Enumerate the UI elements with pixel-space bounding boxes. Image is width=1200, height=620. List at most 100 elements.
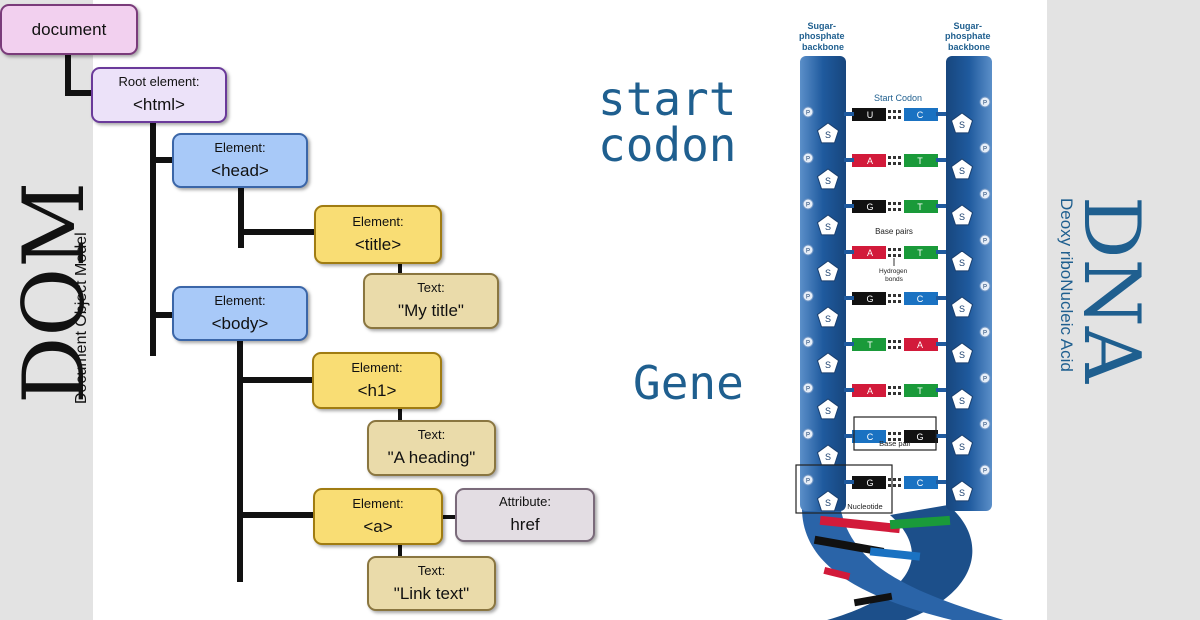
base-letter-right: C (917, 294, 924, 304)
helix-twist-back (826, 505, 973, 620)
hydrogen-gap (886, 246, 904, 259)
left-side-band (0, 0, 93, 620)
node-title-text: Text: "My title" (363, 273, 499, 329)
base-letter-left: C (867, 432, 874, 442)
hydrogen-dot (893, 208, 896, 211)
hydrogen-dot (888, 202, 891, 205)
sugar-bead (816, 490, 840, 512)
node-value: "Link text" (393, 583, 470, 603)
hydrogen-dot (888, 484, 891, 487)
base-letter-left: A (867, 156, 873, 166)
phosphate-bead (979, 96, 991, 108)
base-letter-right: T (917, 156, 923, 166)
phosphate-letter: P (983, 285, 987, 291)
sugar-letter: S (825, 314, 831, 324)
hydrogen-dot (888, 340, 891, 343)
base-right (902, 246, 938, 259)
twist-rung (889, 515, 951, 530)
sugar-link (936, 480, 946, 484)
hydrogen-dot (898, 116, 901, 119)
sugar-letter: S (959, 304, 965, 314)
start-codon-line1: start (598, 72, 737, 126)
hydrogen-dot (898, 202, 901, 205)
sugar-link (844, 388, 854, 392)
hydrogen-dot (898, 340, 901, 343)
base-letter-right: C (917, 478, 924, 488)
hydrogen-dot (888, 478, 891, 481)
sugar-link (844, 342, 854, 346)
sugar-bead (950, 296, 974, 318)
base-letter-right: C (917, 110, 924, 120)
base-letter-left: A (867, 386, 873, 396)
sugar-bead (950, 388, 974, 410)
phosphate-bead (979, 280, 991, 292)
hydrogen-dot (888, 248, 891, 251)
base-right (902, 476, 938, 489)
phosphate-letter: P (806, 295, 810, 301)
hydrogen-dot (898, 346, 901, 349)
phosphate-bead (802, 382, 814, 394)
hydrogen-caption: Hydrogen bonds (879, 268, 909, 283)
base-right (902, 338, 938, 351)
hydrogen-dot (888, 346, 891, 349)
hydrogen-dot (893, 254, 896, 257)
phosphate-bead (802, 152, 814, 164)
node-kind: Text: (417, 427, 446, 442)
sugar-letter: S (959, 212, 965, 222)
base-pairs-caption: Base pairs (875, 227, 913, 236)
phosphate-letter: P (983, 377, 987, 383)
base-right (902, 292, 938, 305)
phosphate-letter: P (806, 203, 810, 209)
sugar-letter: S (825, 176, 831, 186)
sugar-letter: S (825, 452, 831, 462)
base-left (852, 200, 888, 213)
hydrogen-dot (893, 438, 896, 441)
sugar-letter: S (825, 222, 831, 232)
sugar-letter: S (825, 498, 831, 508)
phosphate-bead (802, 336, 814, 348)
sugar-link (936, 158, 946, 162)
sugar-bead (816, 122, 840, 144)
node-kind: Element: (352, 213, 404, 229)
node-attribute: Attribute: href (455, 488, 595, 542)
sugar-bead (950, 112, 974, 134)
node-kind: Element: (214, 292, 266, 308)
base-letter-right: T (917, 386, 923, 396)
base-left (852, 246, 888, 259)
connector (150, 157, 174, 163)
phosphate-bead (979, 234, 991, 246)
sugar-letter: S (959, 396, 965, 406)
phosphate-bead (802, 428, 814, 440)
connector (150, 120, 156, 356)
sugar-letter: S (959, 488, 965, 498)
base-right (902, 430, 938, 443)
hydrogen-dot (898, 300, 901, 303)
hydrogen-gap (886, 200, 904, 213)
phosphate-bead (802, 198, 814, 210)
connector (398, 264, 402, 276)
twist-rung (819, 515, 901, 534)
node-kind: Element: (352, 495, 404, 511)
start-codon-line2: codon (598, 118, 737, 172)
base-letter-right: G (916, 432, 923, 442)
sugar-link (844, 158, 854, 162)
node-kind: Root element: (118, 74, 200, 89)
node-a-text: Text: "Link text" (367, 556, 496, 611)
hydrogen-dot (893, 478, 896, 481)
hydrogen-dot (888, 208, 891, 211)
hydrogen-dot (893, 202, 896, 205)
sugar-link (936, 204, 946, 208)
sugar-bead (950, 342, 974, 364)
dna-title: DNA (1066, 196, 1156, 384)
hydrogen-gap (886, 154, 904, 167)
sugar-link (844, 296, 854, 300)
phosphate-bead (979, 372, 991, 384)
base-letter-right: T (917, 248, 923, 258)
connector (238, 188, 244, 248)
base-letter-left: G (866, 294, 873, 304)
base-right (902, 200, 938, 213)
base-letter-right: A (917, 340, 923, 350)
sugar-link (936, 388, 946, 392)
connector (150, 312, 174, 318)
phosphate-bead (802, 244, 814, 256)
